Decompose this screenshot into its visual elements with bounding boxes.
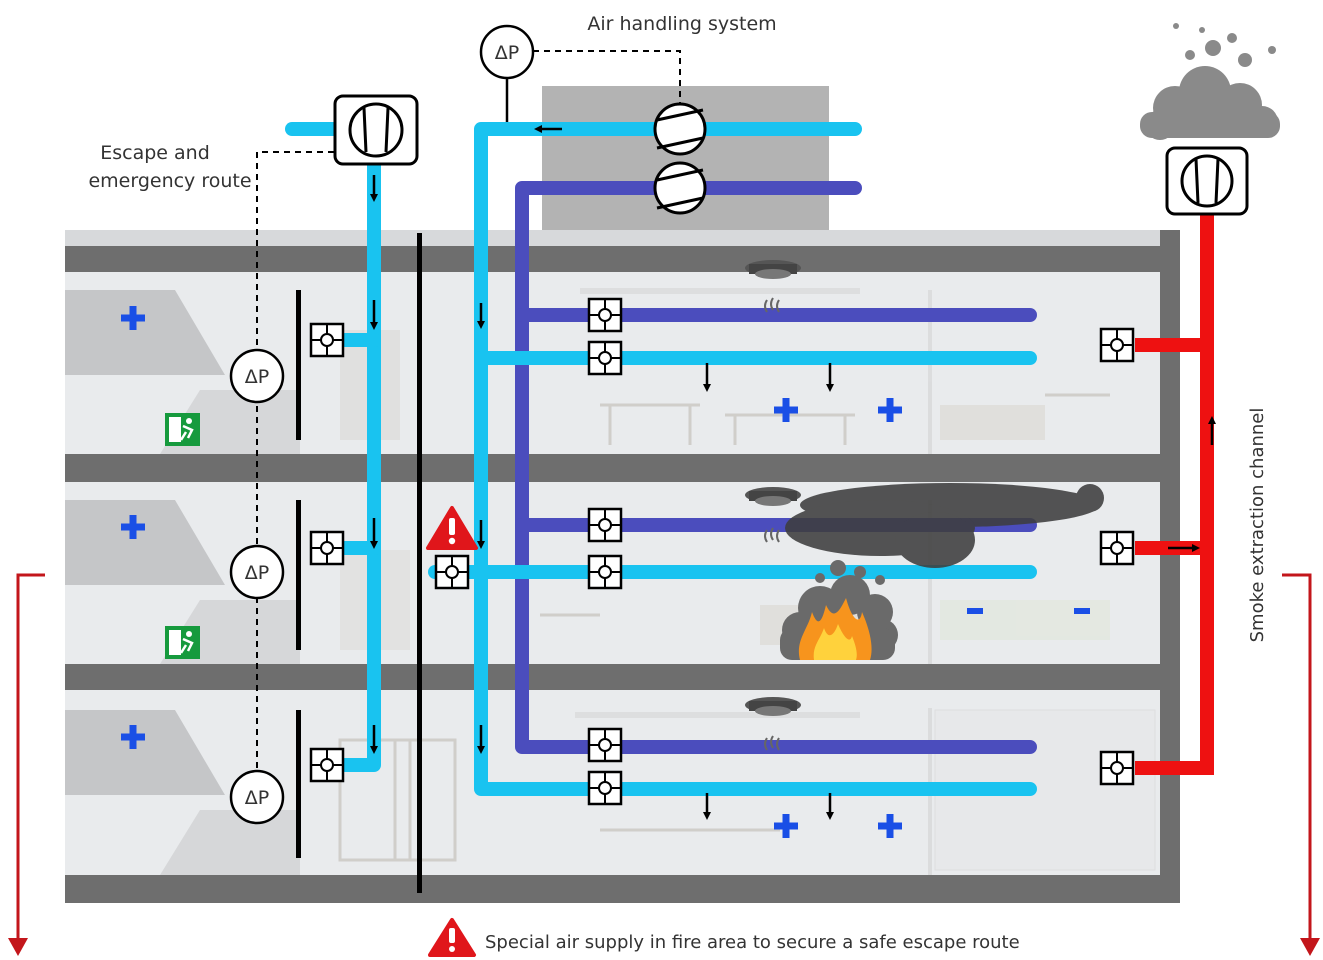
- damper-icon: [587, 554, 623, 590]
- pressure-sensor-label: ΔP: [245, 562, 269, 584]
- floor-slab-2: [65, 664, 1180, 690]
- exit-signs: [165, 413, 200, 659]
- exit-sign-icon: [165, 413, 200, 446]
- pressure-sensors: ΔP ΔP ΔP ΔP: [229, 24, 535, 825]
- damper-icon: [1099, 530, 1135, 566]
- flow-arrows: [370, 125, 1216, 820]
- pressure-sensor-icon: [229, 769, 285, 825]
- air-handling-label: Air handling system: [587, 13, 776, 35]
- damper-icon: [434, 554, 470, 590]
- damper-icon: [1099, 750, 1135, 786]
- floor-slab-1: [65, 454, 1180, 482]
- damper-icon: [587, 770, 623, 806]
- special-supply-caption: Special air supply in fire area to secur…: [485, 932, 1020, 953]
- building-base: [65, 875, 1180, 903]
- damper-icon: [1099, 327, 1135, 363]
- pressure-sensor-label: ΔP: [495, 42, 519, 64]
- damper-icon: [587, 727, 623, 763]
- damper-icon: [587, 340, 623, 376]
- pressure-sensor-label: ΔP: [245, 366, 269, 388]
- pressure-sensor-label: ΔP: [245, 787, 269, 809]
- pressure-sensor-icon: [479, 24, 535, 80]
- smoke-cloud-icon: [1140, 23, 1280, 140]
- escape-route-label-line2: emergency route: [88, 170, 251, 192]
- exit-sign-icon: [165, 626, 200, 659]
- smoke-exhaust-fan-icon: [1165, 146, 1249, 216]
- extract-fan-icon: [653, 161, 707, 215]
- damper-icon: [587, 297, 623, 333]
- fire-partition: [417, 233, 422, 893]
- control-lines: [256, 50, 681, 772]
- side-arrows: [8, 573, 1320, 956]
- damper-icon: [309, 747, 345, 783]
- escape-route-fan-icon: [333, 94, 419, 166]
- supply-fan-icon: [653, 102, 707, 156]
- damper-icon: [587, 507, 623, 543]
- damper-icon: [309, 322, 345, 358]
- warning-icon: [426, 506, 478, 550]
- smoke-detectors: [745, 260, 801, 751]
- fire-icon: [798, 598, 872, 660]
- fire-room-smoke: [785, 483, 1104, 568]
- pressure-sensor-icon: [229, 544, 285, 600]
- overpressure-markers: [121, 306, 1090, 838]
- escape-route-label-line1: Escape and: [100, 142, 210, 164]
- pressure-sensor-icon: [229, 348, 285, 404]
- damper-icon: [309, 530, 345, 566]
- legend-warning-icon: [428, 918, 476, 957]
- smoke-channel-label: Smoke extraction channel: [1247, 408, 1268, 643]
